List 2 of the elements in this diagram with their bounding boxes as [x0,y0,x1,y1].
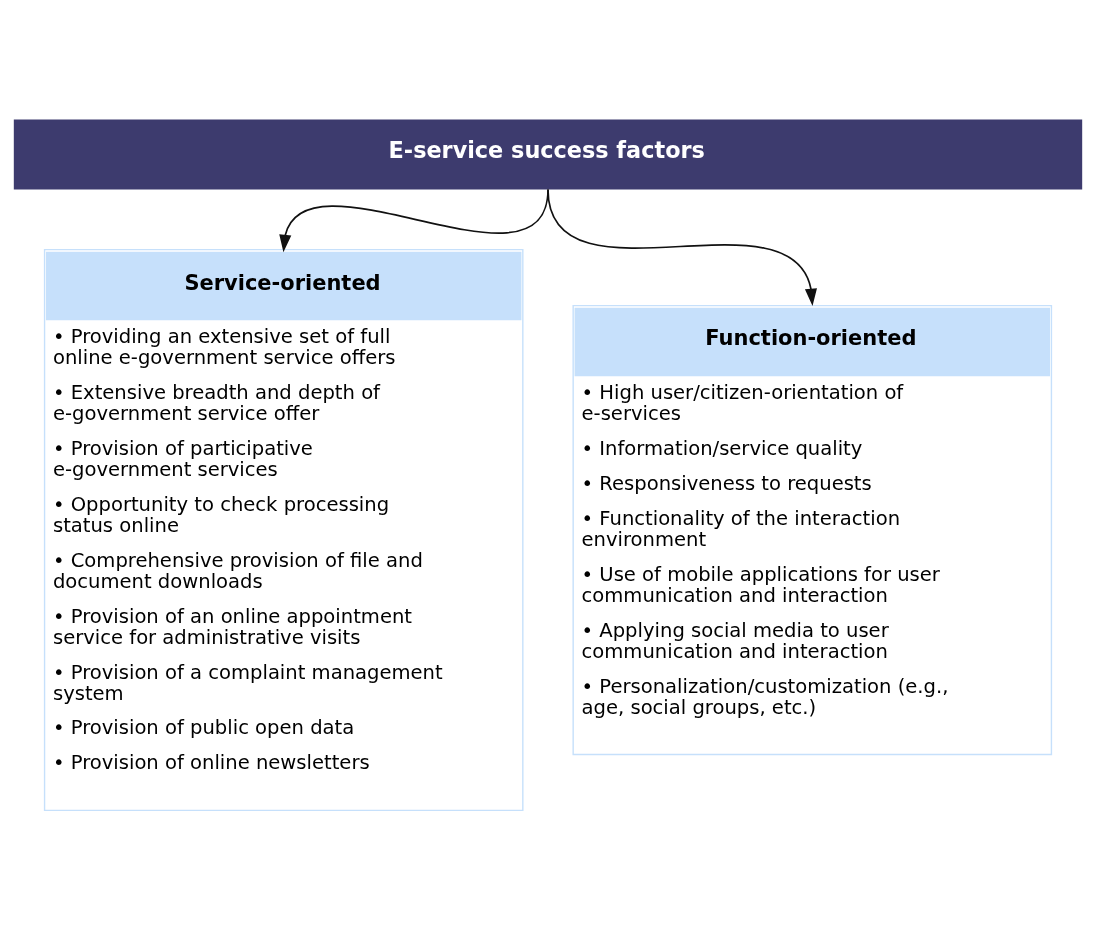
arrow [547,188,818,306]
node-box: E-service success factors [13,119,1083,189]
